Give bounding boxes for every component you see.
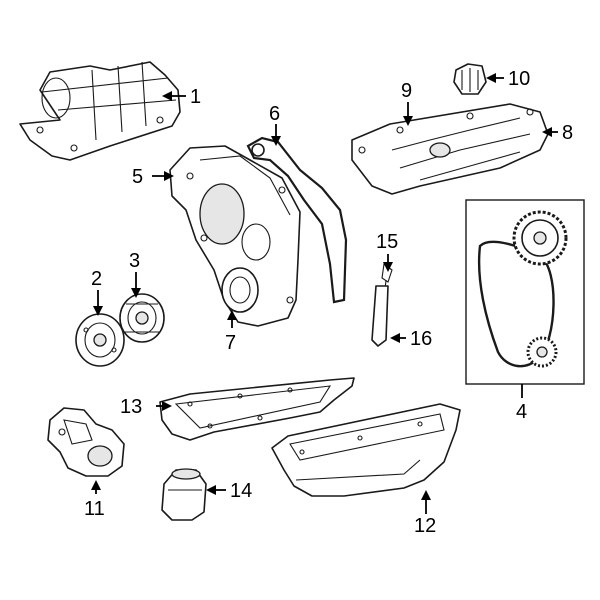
harmonic-balancer[interactable] xyxy=(75,313,125,367)
oil-filter[interactable] xyxy=(161,468,207,521)
timing-cover[interactable] xyxy=(169,145,301,327)
callout-8: 8 xyxy=(562,122,573,144)
callout-4: 4 xyxy=(516,401,527,423)
oil-pump[interactable] xyxy=(47,407,125,477)
valve-cover[interactable] xyxy=(351,103,549,195)
callout-1: 1 xyxy=(190,86,201,108)
callout-16: 16 xyxy=(410,328,432,350)
leader-lines xyxy=(91,73,558,514)
oil-pan[interactable] xyxy=(271,403,461,497)
callout-12: 12 xyxy=(414,515,436,537)
intake-manifold[interactable] xyxy=(19,61,181,161)
callout-10: 10 xyxy=(508,68,530,90)
callout-labels: 1 2 3 4 5 6 7 8 9 10 11 12 13 14 15 16 xyxy=(84,68,573,537)
crankshaft-sprocket[interactable] xyxy=(526,336,558,368)
callout-11: 11 xyxy=(84,498,105,520)
camshaft-sprocket[interactable] xyxy=(512,210,568,266)
timing-cover-gasket[interactable] xyxy=(246,136,348,304)
callout-6: 6 xyxy=(269,103,280,125)
callout-13: 13 xyxy=(120,396,142,418)
oil-pan-gasket[interactable] xyxy=(159,377,355,441)
callout-15: 15 xyxy=(376,231,398,253)
callout-2: 2 xyxy=(91,268,102,290)
callout-9: 9 xyxy=(401,80,412,102)
callout-14: 14 xyxy=(230,480,252,502)
dipstick-tube[interactable] xyxy=(371,285,389,347)
oil-filler-cap[interactable] xyxy=(453,63,487,95)
front-crank-seal[interactable] xyxy=(221,267,259,313)
crankshaft-pulley[interactable] xyxy=(119,293,165,343)
callout-7: 7 xyxy=(225,332,236,354)
callout-3: 3 xyxy=(129,250,140,272)
callout-5: 5 xyxy=(132,166,143,188)
timing-set-box xyxy=(465,199,585,385)
